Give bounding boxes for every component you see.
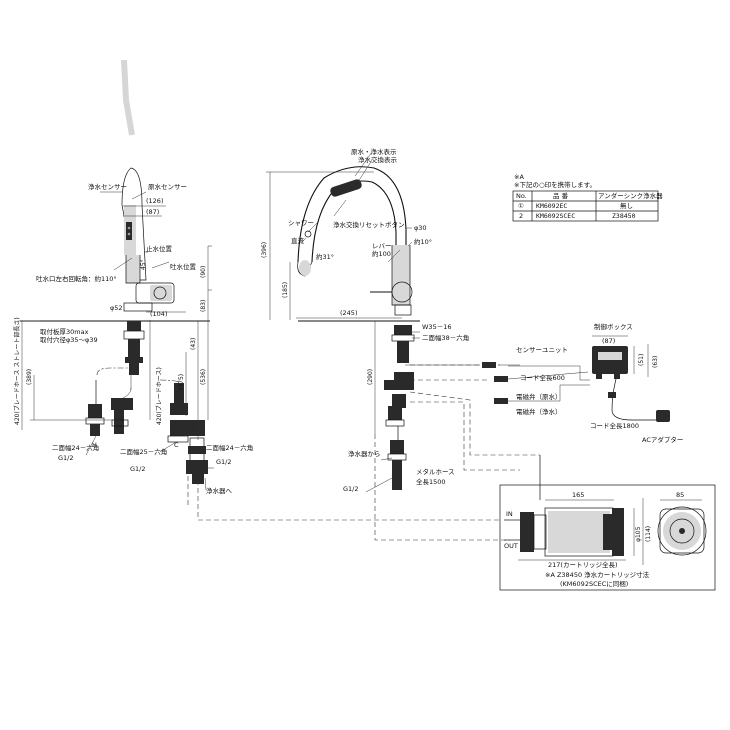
center-faucet-view — [266, 151, 420, 493]
label-angle-31: 約31° — [316, 252, 334, 261]
table-cell-1-part: KM6092EC — [536, 202, 567, 210]
label-dim-51: (51) — [638, 354, 645, 366]
label-note-a: ※A — [514, 173, 524, 181]
label-w35: W35－16 — [422, 323, 451, 331]
label-reset-btn: 浄水交換リセットボタン — [333, 220, 405, 229]
label-hex-24-right: 二面幅24－六角 — [206, 443, 253, 452]
label-dim-85: 85 — [676, 491, 684, 499]
table-header-filter: アンダーシンク浄水器 — [598, 191, 663, 200]
label-dim-126: (126) — [146, 197, 163, 205]
label-dim-87-right: (87) — [602, 337, 615, 345]
label-approx-100: 約100 — [372, 249, 391, 258]
label-total-length: 全長1500 — [416, 477, 446, 486]
label-to-filter: 浄水器へ — [206, 486, 233, 495]
left-labels: 浄水センサー 原水センサー (126) (87) 止水位置 45° 吐水位置 吐… — [13, 182, 253, 495]
label-shower: シャワー — [288, 219, 314, 227]
label-dim-43: (43) — [190, 338, 197, 350]
label-cord-1800: コード全長1800 — [590, 421, 639, 430]
label-hose-range-2: 取付穴径φ35～φ39 — [40, 335, 98, 344]
table-cell-2-no: 2 — [519, 212, 523, 220]
faucet-base — [135, 282, 175, 304]
label-dia-52: φ52 — [110, 304, 123, 312]
label-g12-r: G1/2 — [216, 458, 232, 466]
label-dim-185: (185) — [282, 282, 289, 298]
label-straight: 直流 — [291, 236, 305, 245]
left-faucet-view — [18, 59, 214, 491]
sensor-connector — [482, 362, 496, 368]
cartridge-box: 165 85 IN OUT (114) φ105 217(カートリッジ全長) ※… — [499, 484, 716, 591]
valve-block — [394, 372, 414, 390]
label-dia-30: φ30 — [414, 224, 427, 232]
label-dim-217: 217(カートリッジ全長) — [548, 560, 617, 569]
label-braided-hose-h: 420(ブレードホース ストレート部長さ) — [13, 317, 21, 425]
label-hose-range-1: 取付板厚30max — [40, 327, 89, 336]
label-caption-2: (KM6092SCECに同梱) — [560, 579, 628, 588]
label-valve-raw: 電磁弁（原水） — [516, 392, 562, 401]
label-ac-adapter: ACアダプター — [642, 435, 683, 444]
valve-h — [111, 398, 133, 410]
label-lever: レバー — [372, 242, 392, 250]
center-labels: 原水・浄水表示 浄水交換表示 (396) シャワー 直流 浄水交換リセットボタン… — [261, 147, 469, 493]
label-valve-pure: 電磁弁（浄水） — [516, 407, 562, 416]
label-dim-90: (90) — [200, 266, 207, 278]
label-dim-63: (63) — [652, 356, 659, 368]
label-hex-38: 二面幅38－六角 — [422, 333, 469, 342]
table-cell-2-part: KM6092SCEC — [536, 212, 575, 220]
label-h: H — [92, 441, 97, 449]
table-header-no: No. — [516, 192, 527, 200]
ac-adapter-body — [656, 410, 670, 422]
label-note-line: ※下記の○印を携帯します。 — [514, 180, 596, 189]
label-metal-hose: メタルホース — [416, 467, 455, 476]
label-dim-389: (389) — [26, 369, 33, 385]
table-cell-2-filter: Z38450 — [612, 212, 636, 220]
label-out: OUT — [504, 542, 518, 550]
table-header-part: 品 番 — [553, 192, 569, 200]
valve-c — [170, 420, 186, 436]
label-c: C — [174, 441, 179, 449]
label-dim-104: (104) — [150, 310, 167, 318]
label-dim-375: (375) — [178, 374, 185, 390]
label-dim-87: (87) — [146, 208, 159, 216]
label-hex-24-left: 二面幅24－六角 — [52, 443, 99, 452]
label-dim-536: (536) — [200, 369, 207, 385]
label-control-box: 制御ボックス — [594, 322, 633, 331]
label-rotation: 吐水口左右回転角：約110° — [36, 274, 117, 283]
label-dim-245: (245) — [340, 309, 357, 317]
label-spout-pos: 吐水位置 — [170, 262, 197, 271]
base-flange — [123, 302, 153, 312]
label-g12-left: G1/2 — [58, 454, 74, 462]
display-panel — [330, 179, 362, 197]
label-hex-25: 二面幅25－六角 — [120, 447, 167, 456]
control-box: 制御ボックス (87) (51) (63) センサーユニット コード全長600 … — [516, 322, 683, 444]
cartridge-frame — [499, 484, 716, 591]
parts-table: ※A ※下記の○印を携帯します。 No. 品 番 アンダーシンク浄水器 ① KM… — [512, 173, 663, 222]
label-cord-600: コード全長600 — [520, 373, 565, 382]
label-raw-pure-display: 原水・浄水表示 — [351, 147, 397, 156]
label-angle-45: 45° — [140, 259, 147, 270]
table-cell-1-filter: 無し — [620, 201, 633, 210]
label-dim-290: (290) — [367, 369, 374, 385]
label-dim-396: (396) — [261, 242, 268, 258]
table-cell-1-no: ① — [518, 202, 524, 210]
label-dia-105: φ105 — [635, 526, 642, 542]
label-caption-1: ※A Z38450 浄水カートリッジ寸法 — [545, 570, 650, 579]
label-angle-10: 約10° — [414, 237, 432, 246]
label-dim-83: (83) — [200, 300, 207, 312]
label-g12-center: G1/2 — [343, 485, 359, 493]
label-from-filter: 浄水器から — [348, 449, 381, 458]
piping-dashed — [187, 362, 590, 541]
label-sensor-unit: センサーユニット — [516, 346, 568, 354]
label-braided-hose-c: 420(ブレードホース) — [155, 367, 163, 425]
label-stop-pos: 止水位置 — [146, 244, 173, 253]
label-sensor-pure: 浄水センサー — [88, 182, 127, 191]
label-pure-exchange-display: 浄水交換表示 — [358, 155, 398, 164]
label-in: IN — [506, 510, 513, 518]
label-g12-c: G1/2 — [130, 465, 146, 473]
label-sensor-raw: 原水センサー — [148, 182, 187, 191]
sensor-window — [126, 222, 132, 240]
label-dim-165: 165 — [572, 491, 584, 499]
label-dia-114: (114) — [645, 526, 652, 542]
